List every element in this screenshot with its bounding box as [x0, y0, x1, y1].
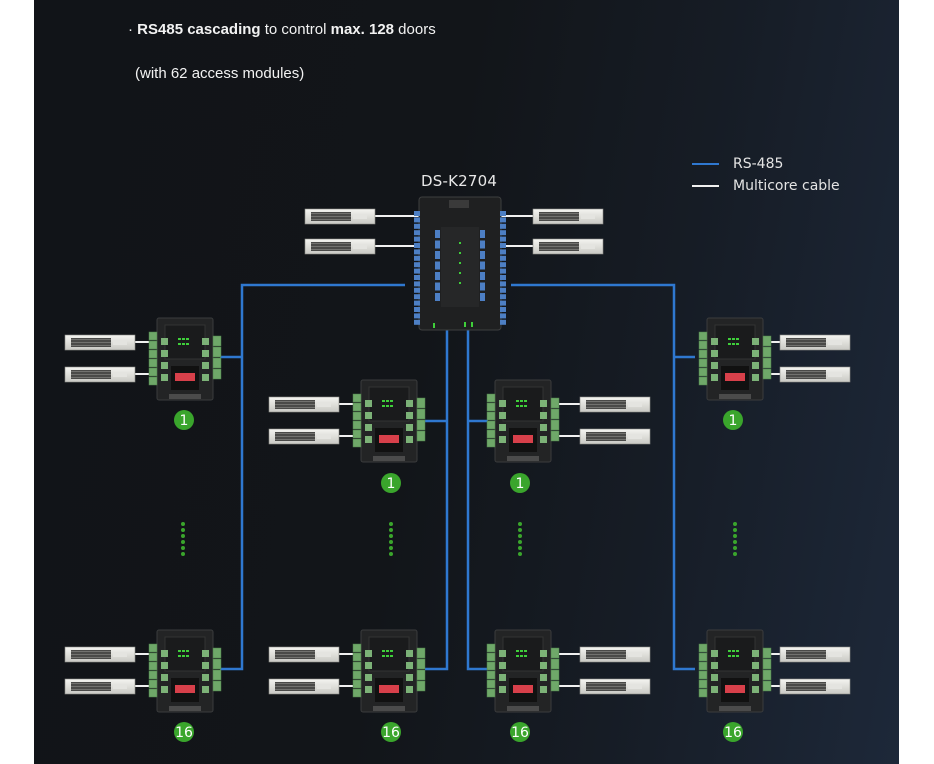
magnetic-lock-icon	[779, 678, 851, 695]
magnetic-lock-icon	[779, 646, 851, 663]
module-number-badge: 1	[510, 473, 530, 493]
legend-rs485-label: RS-485	[733, 156, 784, 172]
ellipsis-dot	[181, 540, 185, 544]
ellipsis-dot	[181, 546, 185, 550]
ellipsis-dot	[733, 546, 737, 550]
magnetic-lock-icon	[268, 428, 340, 445]
module-number-text: 1	[516, 476, 525, 492]
module-number-text: 16	[175, 725, 193, 741]
headline-part-3: max. 128	[330, 21, 395, 38]
rs485-wires	[220, 283, 695, 671]
ellipsis-dots	[181, 522, 737, 556]
magnetic-lock-icon	[268, 646, 340, 663]
access-module-icon	[698, 629, 772, 713]
legend-rs485-swatch	[692, 163, 719, 165]
headline-part-1: RS485 cascading	[137, 21, 261, 38]
rs485-trunk-right-inner	[466, 330, 488, 671]
headline-part-4: doors	[394, 21, 436, 38]
ellipsis-dot	[733, 552, 737, 556]
ellipsis-dot	[389, 552, 393, 556]
access-module-icon	[486, 379, 560, 463]
rs485-trunk-left-outer	[220, 283, 405, 671]
legend-rs485: RS-485	[692, 156, 783, 172]
module-number-badge: 16	[174, 722, 194, 742]
wiring-diagram: 1 16 1 16 1 16 1 16	[64, 196, 851, 742]
module-number-badge: 16	[723, 722, 743, 742]
magnetic-lock-icon	[779, 366, 851, 383]
ellipsis-dot	[518, 534, 522, 538]
diagram-panel: · RS485 cascading to control max. 128 do…	[34, 0, 899, 764]
ellipsis-dot	[733, 528, 737, 532]
access-module-icon	[148, 629, 222, 713]
controller-ds-k2704-icon	[414, 196, 506, 331]
legend-multicore: Multicore cable	[692, 178, 840, 194]
legend-multicore-swatch	[692, 185, 719, 187]
magnetic-lock-icon	[64, 678, 136, 695]
module-number-text: 16	[724, 725, 742, 741]
module-number-text: 16	[511, 725, 529, 741]
rs485-trunk-right-outer	[511, 283, 695, 671]
ellipsis-dot	[181, 534, 185, 538]
ellipsis-dot	[518, 522, 522, 526]
ellipsis-dot	[181, 522, 185, 526]
headline: · RS485 cascading to control max. 128 do…	[128, 21, 436, 38]
module-number-text: 1	[180, 413, 189, 429]
ellipsis-dot	[389, 546, 393, 550]
magnetic-lock-icon	[579, 646, 651, 663]
ellipsis-dot	[181, 552, 185, 556]
magnetic-lock-icon	[304, 208, 376, 225]
ellipsis-dot	[389, 528, 393, 532]
magnetic-lock-icon	[532, 238, 604, 255]
multicore-wires	[135, 215, 780, 687]
controller-model-label: DS-K2704	[421, 172, 498, 190]
module-number-text: 1	[729, 413, 738, 429]
access-module-icon	[698, 317, 772, 401]
headline-part-2: to control	[260, 21, 331, 38]
ellipsis-dot	[389, 522, 393, 526]
module-number-badge: 1	[174, 410, 194, 430]
access-module-icon	[352, 629, 426, 713]
ellipsis-dot	[518, 540, 522, 544]
module-number-badge: 1	[381, 473, 401, 493]
magnetic-lock-icon	[268, 396, 340, 413]
module-number-text: 16	[382, 725, 400, 741]
rs485-trunk-left-inner	[425, 330, 449, 671]
ellipsis-dot	[518, 552, 522, 556]
access-module-icon	[486, 629, 560, 713]
ellipsis-dot	[733, 540, 737, 544]
access-module-icon	[148, 317, 222, 401]
module-badges: 1 16 1 16 1 16 1 16	[174, 410, 743, 742]
headline-bullet: ·	[128, 21, 133, 38]
ellipsis-dot	[181, 528, 185, 532]
ellipsis-dot	[733, 534, 737, 538]
magnetic-lock-icon	[579, 428, 651, 445]
magnetic-lock-icon	[779, 334, 851, 351]
magnetic-lock-icon	[532, 208, 604, 225]
access-module-icon	[352, 379, 426, 463]
magnetic-lock-icon	[64, 334, 136, 351]
module-number-badge: 1	[723, 410, 743, 430]
ellipsis-dot	[518, 546, 522, 550]
subline: (with 62 access modules)	[135, 65, 305, 82]
magnetic-lock-icon	[64, 366, 136, 383]
magnetic-lock-icon	[579, 678, 651, 695]
magnetic-lock-icon	[304, 238, 376, 255]
module-number-text: 1	[387, 476, 396, 492]
ellipsis-dot	[733, 522, 737, 526]
magnetic-locks	[64, 208, 851, 695]
ellipsis-dot	[389, 534, 393, 538]
legend-multicore-label: Multicore cable	[733, 178, 840, 194]
magnetic-lock-icon	[268, 678, 340, 695]
magnetic-lock-icon	[579, 396, 651, 413]
ellipsis-dot	[518, 528, 522, 532]
ellipsis-dot	[389, 540, 393, 544]
module-number-badge: 16	[510, 722, 530, 742]
module-number-badge: 16	[381, 722, 401, 742]
magnetic-lock-icon	[64, 646, 136, 663]
devices	[148, 196, 772, 713]
